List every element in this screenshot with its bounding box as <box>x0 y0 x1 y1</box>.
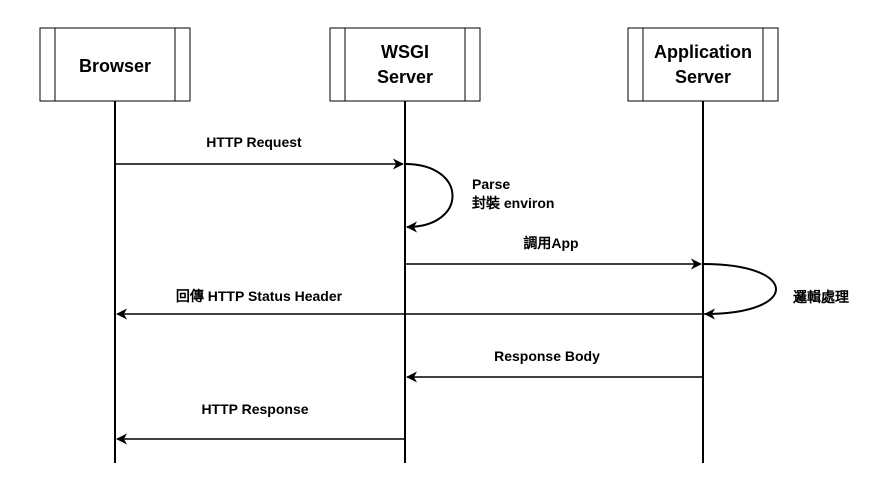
label-call-app: 調用App <box>523 235 578 251</box>
participant-wsgi-label-line2: Server <box>377 67 433 87</box>
label-parse-line1: Parse <box>472 176 510 192</box>
participant-app-label-line2: Server <box>675 67 731 87</box>
label-logic: 邏輯處理 <box>793 289 849 305</box>
participant-app-label-line1: Application <box>654 42 752 62</box>
participant-application-server: Application Server <box>627 27 779 102</box>
participant-browser: Browser <box>39 27 191 102</box>
participant-wsgi-server: WSGI Server <box>329 27 481 102</box>
arrow-parse-self-loop <box>404 163 454 233</box>
participant-wsgi-label-line1: WSGI <box>381 42 429 62</box>
label-parse-line2: 封裝 environ <box>472 195 554 211</box>
label-http-response: HTTP Response <box>201 401 308 417</box>
label-response-body: Response Body <box>494 348 600 364</box>
label-http-request: HTTP Request <box>206 134 302 150</box>
participant-browser-label: Browser <box>79 56 151 76</box>
label-return-status-header: 回傳 HTTP Status Header <box>176 288 343 304</box>
arrow-logic-self-loop <box>702 263 777 320</box>
